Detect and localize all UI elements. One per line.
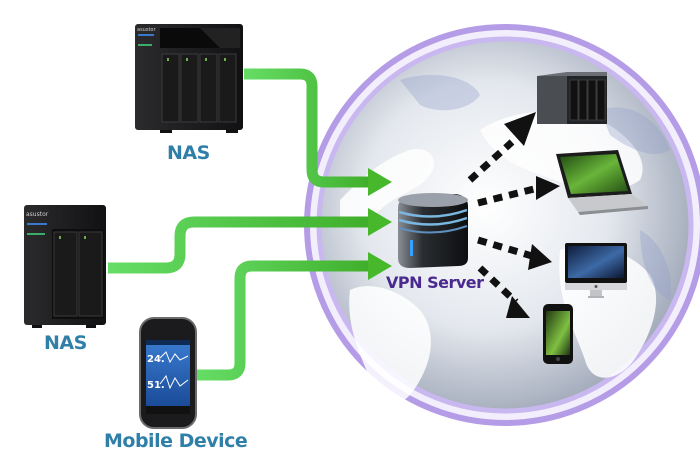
- nas-desktop-icon: [537, 72, 607, 124]
- arrowhead-to-imac: [528, 244, 552, 270]
- server-icon: [398, 193, 468, 268]
- vpn-server-label: VPN Server: [386, 273, 484, 292]
- connector-nas-top: [244, 68, 372, 188]
- dashed-arrowheads: [504, 112, 560, 318]
- mobile-screen-value-2: 51.: [147, 380, 165, 391]
- mobile-device-label: Mobile Device: [104, 430, 248, 452]
- arrowhead-to-nas: [504, 112, 536, 146]
- nas-left-label: NAS: [44, 332, 87, 354]
- nas-4bay-icon: asustor: [135, 24, 243, 133]
- arrowhead-nas-left: [368, 208, 392, 236]
- connector-nas-left: [108, 216, 372, 274]
- nas-top-label: NAS: [167, 142, 210, 164]
- nas-brand-logo: asustor: [137, 27, 156, 33]
- connector-mobile: [196, 260, 372, 381]
- arrowhead-to-laptop: [536, 176, 560, 200]
- dashed-line-4: [477, 265, 519, 305]
- imac-icon: [565, 243, 627, 298]
- arrowhead-to-iphone: [506, 296, 530, 318]
- iphone-icon: [543, 304, 573, 364]
- svg-text:asustor: asustor: [26, 211, 49, 218]
- dashed-line-2: [477, 184, 539, 207]
- dashed-arrows: [467, 139, 539, 305]
- laptop-icon: [556, 150, 648, 215]
- arrowhead-mobile: [368, 252, 392, 280]
- arrowhead-nas-top: [368, 168, 392, 196]
- nas-2bay-icon: asustor: [24, 205, 106, 328]
- green-arrowheads: [368, 168, 392, 280]
- map-shading: [400, 75, 671, 300]
- mobile-screen-value-1: 24.: [147, 354, 165, 365]
- green-connectors: [108, 68, 372, 381]
- smartphone-icon: [139, 317, 197, 429]
